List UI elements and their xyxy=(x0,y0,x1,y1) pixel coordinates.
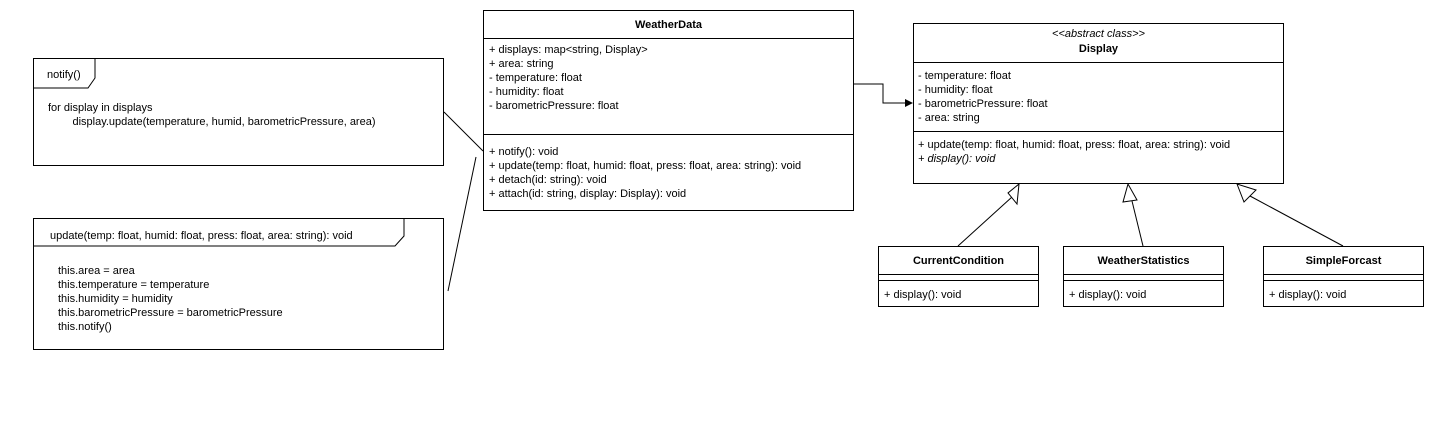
display-method-1: + update(temp: float, humid: float, pres… xyxy=(918,139,1231,151)
display-attr-3: - barometricPressure: float xyxy=(918,98,1048,110)
display-attr-2: - humidity: float xyxy=(918,84,993,96)
association-arrow xyxy=(853,83,908,104)
weatherdata-attr-1: + displays: map<string, Display> xyxy=(489,44,648,56)
note-tab-shape xyxy=(33,58,96,89)
notify-note-line-2: display.update(temperature, humid, barom… xyxy=(48,116,376,128)
display-class-stereotype: <<abstract class>> xyxy=(1052,28,1145,40)
weatherdata-methods-divider xyxy=(484,134,853,135)
update-note-title: update(temp: float, humid: float, press:… xyxy=(50,230,353,242)
weatherstatistics-class: WeatherStatistics + display(): void xyxy=(1063,246,1224,307)
currentcondition-divider-1 xyxy=(879,274,1038,275)
weatherdata-attr-2: + area: string xyxy=(489,58,554,70)
display-attr-1: - temperature: float xyxy=(918,70,1011,82)
weatherdata-class: WeatherData + displays: map<string, Disp… xyxy=(483,10,854,211)
currentcondition-method: + display(): void xyxy=(884,289,962,301)
currentcondition-divider-2 xyxy=(879,280,1038,281)
currentcondition-class: CurrentCondition + display(): void xyxy=(878,246,1039,307)
display-class-name: Display xyxy=(1078,43,1119,55)
update-note: update(temp: float, humid: float, press:… xyxy=(33,218,444,350)
inherit-simpleforcast-line xyxy=(1249,195,1344,247)
currentcondition-class-name: CurrentCondition xyxy=(912,255,1005,267)
simpleforcast-divider-2 xyxy=(1264,280,1423,281)
display-attr-4: - area: string xyxy=(918,112,980,124)
weatherdata-attr-5: - barometricPressure: float xyxy=(489,100,619,112)
weatherdata-method-2: + update(temp: float, humid: float, pres… xyxy=(489,160,802,172)
simpleforcast-divider-1 xyxy=(1264,274,1423,275)
update-note-line-2: this.temperature = temperature xyxy=(58,279,210,291)
weatherdata-class-name: WeatherData xyxy=(634,19,703,31)
simpleforcast-class: SimpleForcast + display(): void xyxy=(1263,246,1424,307)
simpleforcast-method: + display(): void xyxy=(1269,289,1347,301)
notify-note-line-1: for display in displays xyxy=(48,102,153,114)
display-class: <<abstract class>> Display - temperature… xyxy=(913,23,1284,184)
inherit-simpleforcast-arrowhead xyxy=(1236,183,1257,203)
weatherdata-attr-4: - humidity: float xyxy=(489,86,564,98)
display-title-divider xyxy=(914,62,1283,63)
note-tab-shape xyxy=(33,218,405,247)
weatherdata-attr-3: - temperature: float xyxy=(489,72,582,84)
inherit-weatherstatistics-line xyxy=(1131,200,1144,247)
inherit-currentcondition-line xyxy=(957,196,1013,247)
display-methods-divider xyxy=(914,131,1283,132)
inherit-currentcondition-arrowhead xyxy=(1007,182,1020,206)
simpleforcast-class-name: SimpleForcast xyxy=(1305,255,1382,267)
weatherstatistics-divider-1 xyxy=(1064,274,1223,275)
weatherdata-method-4: + attach(id: string, display: Display): … xyxy=(489,188,687,200)
update-note-line-3: this.humidity = humidity xyxy=(58,293,173,305)
update-note-line-1: this.area = area xyxy=(58,265,135,277)
notify-note-title: notify() xyxy=(47,69,81,81)
weatherstatistics-method: + display(): void xyxy=(1069,289,1147,301)
weatherdata-method-3: + detach(id: string): void xyxy=(489,174,607,186)
update-note-line-5: this.notify() xyxy=(58,321,112,333)
weatherstatistics-class-name: WeatherStatistics xyxy=(1097,255,1190,267)
update-note-connector xyxy=(447,156,477,292)
display-method-2: + display(): void xyxy=(918,153,996,165)
weatherdata-title-divider xyxy=(484,38,853,39)
association-arrowhead xyxy=(905,99,913,107)
weatherstatistics-divider-2 xyxy=(1064,280,1223,281)
inherit-weatherstatistics-arrowhead xyxy=(1122,182,1138,203)
notify-note-connector xyxy=(443,111,484,152)
weatherdata-method-1: + notify(): void xyxy=(489,146,559,158)
update-note-line-4: this.barometricPressure = barometricPres… xyxy=(58,307,283,319)
notify-note: notify() for display in displays display… xyxy=(33,58,444,166)
